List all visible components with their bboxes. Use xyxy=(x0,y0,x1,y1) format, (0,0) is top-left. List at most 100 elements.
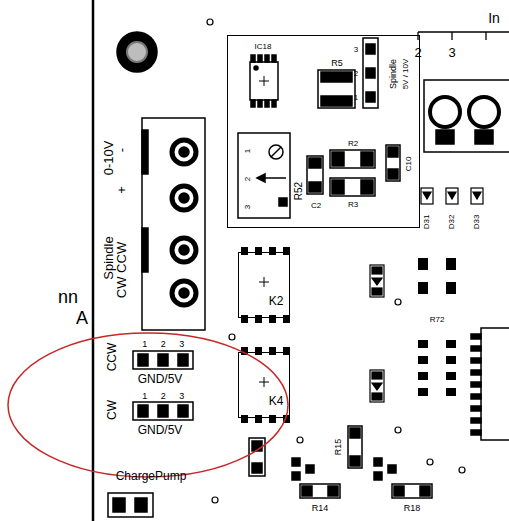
smd-component-part xyxy=(306,465,314,473)
mounting-hole-part xyxy=(117,32,157,72)
potentiometer-symbol-part xyxy=(257,174,265,182)
ic-symbol-part xyxy=(254,66,258,70)
smd-pads xyxy=(418,258,456,396)
diode-symbol-part xyxy=(423,192,431,199)
diode-symbol xyxy=(370,265,384,402)
relay-pads-part xyxy=(283,347,290,355)
connector-bracket xyxy=(418,32,509,40)
jumper-symbol xyxy=(363,38,378,108)
potentiometer-symbol-part xyxy=(279,198,287,206)
relay-pads-part xyxy=(255,415,262,423)
relay-center-mark xyxy=(259,277,269,387)
signal-name: CCW xyxy=(106,343,118,372)
smd-component-part xyxy=(374,458,382,466)
connector-bracket-part xyxy=(418,31,509,32)
ic-symbol-part xyxy=(265,100,269,107)
part-name: K4 xyxy=(269,395,284,407)
resistor-symbol xyxy=(318,70,355,108)
annotation-ellipse: CCW1 2 3GND/5VCW1 2 3GND/5V xyxy=(8,333,288,477)
pin-number: 1 xyxy=(354,94,358,102)
smd-pads-part xyxy=(446,258,456,270)
ic-symbol-part xyxy=(471,418,481,423)
ic-symbol-part xyxy=(471,382,481,387)
terminal-block-input xyxy=(424,80,509,152)
smd-component-part xyxy=(350,456,360,466)
jumper-symbol-part xyxy=(133,402,193,420)
smd-component xyxy=(249,426,432,498)
part-name: D32 xyxy=(448,215,456,230)
part-name: R15 xyxy=(334,439,343,456)
ic-symbol-part xyxy=(251,100,255,107)
part-name: R14 xyxy=(312,504,329,513)
via xyxy=(207,19,465,503)
resistor-symbol xyxy=(330,150,375,196)
smd-pads-part xyxy=(418,282,428,294)
smd-pads-part xyxy=(446,340,456,348)
terminal-block-input-part xyxy=(436,130,454,144)
ic-symbol-part xyxy=(272,100,276,107)
jumper-symbol-part xyxy=(113,498,125,512)
diode-symbol-part xyxy=(372,288,382,295)
smd-component-part xyxy=(374,472,382,480)
pin-number: 2 xyxy=(414,46,421,59)
part-name: C2 xyxy=(311,202,321,210)
slide-text: A xyxy=(76,309,88,327)
part-name: R52 xyxy=(294,182,304,200)
via-part xyxy=(297,437,303,443)
relay-outline: K2 xyxy=(238,252,290,318)
smd-component-part xyxy=(348,426,362,468)
relay-pads-part xyxy=(241,247,248,255)
capacitor-symbol xyxy=(386,145,400,181)
terminal-block-spindle-part xyxy=(142,118,205,330)
relay-pads-part xyxy=(255,315,262,323)
connector-name: In xyxy=(488,11,500,25)
pin-number: 2 xyxy=(354,70,358,78)
resistor-symbol-part xyxy=(330,178,375,196)
mounting-hole-part xyxy=(127,42,147,62)
pin-number: 3 xyxy=(244,205,252,209)
relay-pads-part xyxy=(241,415,248,423)
resistor-symbol-part xyxy=(361,180,373,194)
signal-name: Spindle xyxy=(389,59,398,89)
diode-symbol-part xyxy=(372,383,382,390)
terminal-block-spindle-part xyxy=(179,245,189,255)
ic-symbol xyxy=(250,55,278,107)
ic-symbol-part xyxy=(481,328,509,440)
relay-pads-part xyxy=(269,315,276,323)
smd-component-part xyxy=(292,472,300,480)
capacitor-symbol-part xyxy=(388,147,398,157)
ic-symbol-part xyxy=(258,55,262,62)
relay-pads xyxy=(241,247,290,423)
relay-pads-part xyxy=(241,315,248,323)
via-part xyxy=(207,19,213,25)
terminal-block-input-part xyxy=(469,97,499,127)
terminal-block-input-part xyxy=(430,97,460,127)
smd-component-part xyxy=(292,458,300,466)
smd-pads-part xyxy=(418,258,428,270)
terminal-block-spindle-part xyxy=(172,186,196,210)
terminal-block-spindle-part xyxy=(179,147,189,157)
via-part xyxy=(459,467,465,473)
smd-pads-part xyxy=(418,372,428,380)
resistor-symbol-part xyxy=(361,152,373,166)
capacitor-symbol-part xyxy=(388,169,398,179)
diode-symbol-part xyxy=(446,188,458,204)
jumper-symbol-part xyxy=(108,493,153,517)
pin-number: 1 2 3 xyxy=(142,392,190,401)
smd-pads-part xyxy=(446,388,456,396)
jumper-symbol-part xyxy=(178,405,188,417)
ic-symbol-part xyxy=(471,394,481,399)
smd-component-part xyxy=(420,486,430,496)
relay-pads-part xyxy=(269,347,276,355)
pin-number: 1 xyxy=(244,149,252,153)
smd-component-part xyxy=(300,484,340,498)
signal-name: GND/5V xyxy=(138,424,183,436)
diode-symbol-part xyxy=(370,265,384,297)
part-name: R5 xyxy=(331,59,343,68)
smd-component-part xyxy=(388,465,396,473)
part-name: D31 xyxy=(423,215,431,230)
mounting-hole xyxy=(117,32,157,72)
diode-symbol-part xyxy=(372,267,382,274)
signal-name: GND/5V xyxy=(138,373,183,385)
